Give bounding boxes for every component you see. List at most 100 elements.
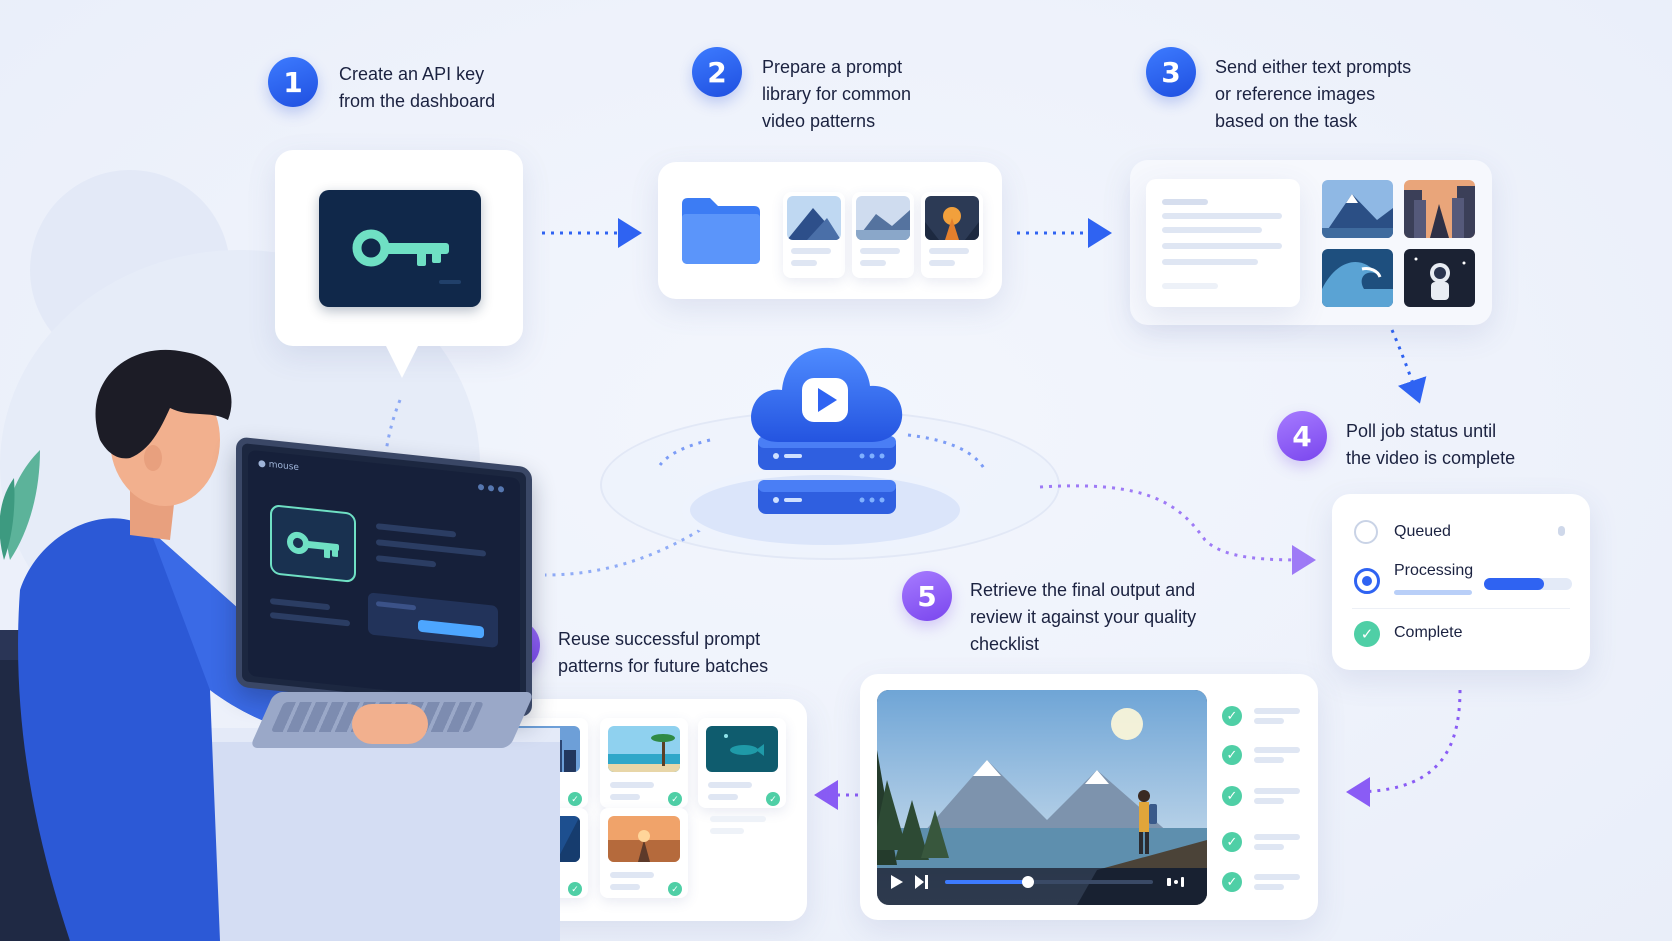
- folder-icon: [682, 198, 760, 264]
- orbit-arrow-left: [658, 438, 711, 466]
- step-3-line-1: Send either text prompts: [1215, 57, 1412, 77]
- queued-indicator-dot: [1558, 526, 1565, 536]
- video-progress-track[interactable]: [945, 876, 1153, 888]
- laptop-tab-label: ● mouse: [258, 458, 299, 474]
- plant-leaves: [0, 450, 40, 560]
- step-5-text: Retrieve the final output and review it …: [970, 577, 1196, 658]
- laptop-highlight-bar: [368, 592, 498, 648]
- step-2-line-3: video patterns: [762, 111, 876, 131]
- key-icon: [352, 229, 461, 284]
- reference-image-astronaut[interactable]: [1404, 249, 1475, 307]
- hair: [95, 349, 232, 459]
- check-icon: ✓: [766, 792, 780, 806]
- tropical-beach-thumbnail: [608, 726, 680, 772]
- step-3-line-2: or reference images: [1215, 84, 1376, 104]
- desk: [180, 728, 560, 941]
- pattern-item[interactable]: ✓: [600, 808, 688, 898]
- video-progress-fill: [945, 880, 1029, 884]
- desert-road-thumbnail: [608, 816, 680, 862]
- check-icon: ✓: [1222, 832, 1242, 852]
- reference-image-mountain[interactable]: [1322, 180, 1393, 238]
- step-1-line-2: from the dashboard: [339, 91, 496, 111]
- step-2-badge: 2: [692, 47, 742, 97]
- check-icon: ✓: [1222, 786, 1242, 806]
- step-4-badge: 4: [1277, 411, 1327, 461]
- reference-image-wave[interactable]: [1322, 249, 1393, 307]
- check-icon: ✓: [1222, 872, 1242, 892]
- reference-image-city-street[interactable]: [1404, 180, 1475, 238]
- library-item[interactable]: [921, 192, 983, 278]
- road-sunset-thumbnail: [925, 196, 979, 240]
- check-icon: ✓: [668, 792, 682, 806]
- complete-check-icon: ✓: [1354, 621, 1380, 647]
- step-5-line-2: review it against your quality: [970, 607, 1197, 627]
- check-icon: ✓: [568, 882, 582, 896]
- step-2-line-1: Prepare a prompt: [762, 57, 903, 77]
- processing-status-icon: [1354, 568, 1380, 594]
- step-2-text: Prepare a prompt library for common vide…: [762, 54, 911, 135]
- step-2-line-2: library for common: [762, 84, 912, 104]
- check-icon: ✓: [568, 792, 582, 806]
- pattern-item[interactable]: ✓: [600, 718, 688, 808]
- step-1-text: Create an API key from the dashboard: [339, 61, 495, 115]
- check-icon: ✓: [1222, 745, 1242, 765]
- step-3-badge: 3: [1146, 47, 1196, 97]
- step-1-badge: 1: [268, 57, 318, 107]
- valley-thumbnail: [856, 196, 910, 240]
- library-item[interactable]: [852, 192, 914, 278]
- mountain-thumbnail: [787, 196, 841, 240]
- step-3-text: Send either text prompts or reference im…: [1215, 54, 1411, 135]
- step-5-badge: 5: [902, 571, 952, 621]
- arrow-4-to-5: [1346, 689, 1462, 807]
- job-status-panel: Queued Processing ✓ Complete: [1332, 494, 1590, 670]
- step-6-text: Reuse successful prompt patterns for fut…: [558, 626, 768, 680]
- person-hand: [352, 704, 428, 744]
- quality-checklist: ✓ ✓ ✓ ✓ ✓: [1222, 700, 1312, 900]
- step-6-line-1: Reuse successful prompt: [558, 629, 761, 649]
- queued-status-icon: [1354, 520, 1378, 544]
- processing-label: Processing: [1394, 562, 1474, 579]
- laptop-window-dots: [478, 483, 508, 493]
- processing-underline: [1394, 590, 1472, 595]
- step-4-line-2: the video is complete: [1346, 448, 1516, 468]
- api-key-panel[interactable]: [319, 190, 481, 307]
- volume-icon[interactable]: [1167, 875, 1191, 889]
- cloud-play-icon: [751, 347, 903, 442]
- orbit-arrow-right: [907, 433, 987, 471]
- processing-progress-track: [1484, 578, 1572, 590]
- complete-label: Complete: [1394, 624, 1463, 641]
- library-item[interactable]: [783, 192, 845, 278]
- processing-progress-fill: [1484, 578, 1544, 590]
- step-3-line-3: based on the task: [1215, 111, 1358, 131]
- step-6-line-2: patterns for future batches: [558, 656, 769, 676]
- step-5-line-3: checklist: [970, 634, 1040, 654]
- torso: [18, 518, 370, 941]
- arrow-bubble-down: [384, 399, 402, 453]
- queued-label: Queued: [1394, 523, 1451, 540]
- step-1-line-1: Create an API key: [339, 64, 485, 84]
- arrow-cloud-to-4: [1039, 484, 1316, 575]
- step-4-line-1: Poll job status until: [1346, 421, 1497, 441]
- laptop-screen: ● mouse: [248, 449, 520, 705]
- step-4-text: Poll job status until the video is compl…: [1346, 418, 1515, 472]
- skip-next-icon[interactable]: [915, 875, 929, 889]
- play-icon[interactable]: [891, 875, 903, 889]
- arrow-cloud-to-laptop: [544, 528, 701, 577]
- video-player[interactable]: [877, 690, 1207, 905]
- status-divider: [1352, 608, 1570, 609]
- underwater-thumbnail: [706, 726, 778, 772]
- pattern-item[interactable]: ✓: [698, 718, 786, 808]
- check-icon: ✓: [1222, 706, 1242, 726]
- laptop[interactable]: ● mouse: [236, 436, 532, 718]
- api-key-bubble-tail: [382, 338, 422, 378]
- check-icon: ✓: [668, 882, 682, 896]
- laptop-key-tile: [270, 504, 356, 584]
- key-icon: [287, 531, 339, 559]
- video-scrubber-handle[interactable]: [1022, 876, 1035, 888]
- arrow-3-to-4: [1390, 329, 1427, 404]
- video-frame-landscape: [877, 690, 1207, 905]
- text-prompt-document[interactable]: [1146, 179, 1300, 307]
- step-5-line-1: Retrieve the final output and: [970, 580, 1196, 600]
- empty-pattern-slot: [706, 816, 776, 856]
